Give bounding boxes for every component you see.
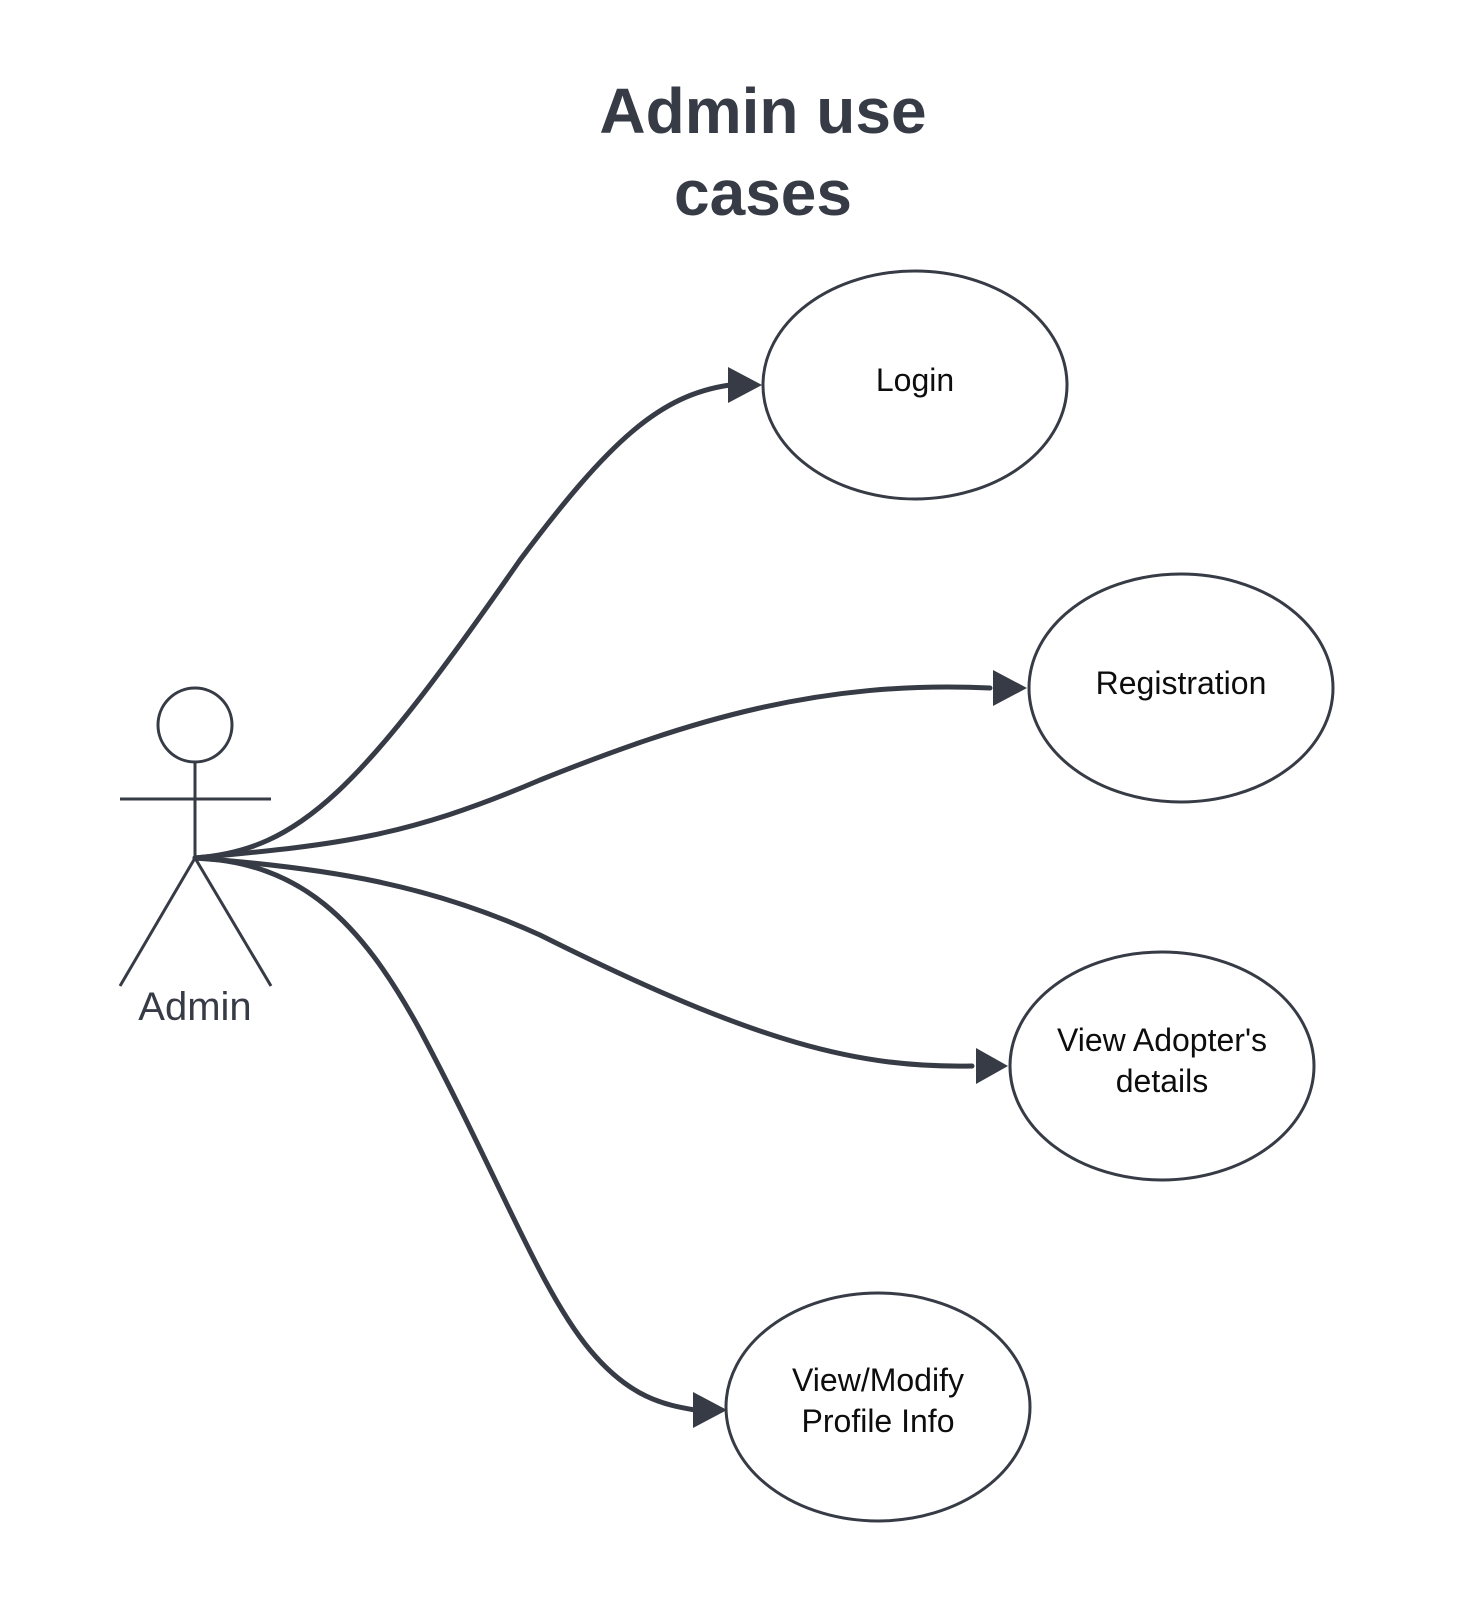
usecase-view-adopter-details-ellipse	[1008, 950, 1316, 1182]
edge-admin-view-modify	[192, 855, 698, 1413]
arrowhead-view-adopter	[976, 1048, 1008, 1084]
actor-admin: Admin	[118, 686, 273, 1029]
usecase-login: Login	[761, 269, 1069, 501]
edge-admin-registration	[192, 684, 993, 861]
usecase-view-adopter-details: View Adopter's details	[1008, 950, 1316, 1182]
actor-left-leg	[118, 857, 197, 987]
arrowhead-login	[728, 367, 762, 403]
usecase-login-label: Login	[876, 362, 954, 398]
edge-admin-login	[192, 382, 733, 861]
actor-right-leg	[193, 857, 273, 987]
actor-label: Admin	[138, 985, 251, 1029]
usecase-view-adopter-details-label-line-2: details	[1116, 1063, 1209, 1099]
actor-head	[156, 686, 234, 764]
usecase-view-adopter-details-label-line-1: View Adopter's	[1057, 1022, 1267, 1058]
usecase-view-modify-profile-label-line-2: Profile Info	[802, 1403, 955, 1439]
edge-admin-view-adopter	[192, 855, 975, 1069]
arrowhead-view-modify	[693, 1392, 727, 1428]
usecase-view-modify-profile-label-line-1: View/Modify	[792, 1362, 964, 1398]
usecase-registration-ellipse	[1027, 572, 1335, 804]
usecase-registration: Registration	[1027, 572, 1335, 804]
usecase-login-ellipse	[761, 269, 1069, 501]
diagram-title-line-1: Admin use	[599, 75, 926, 147]
diagram-title-line-2: cases	[674, 157, 852, 229]
usecase-view-modify-profile-ellipse	[724, 1291, 1032, 1523]
arrowhead-registration	[993, 670, 1027, 706]
usecase-registration-label: Registration	[1096, 665, 1267, 701]
usecase-view-modify-profile: View/Modify Profile Info	[724, 1291, 1032, 1523]
